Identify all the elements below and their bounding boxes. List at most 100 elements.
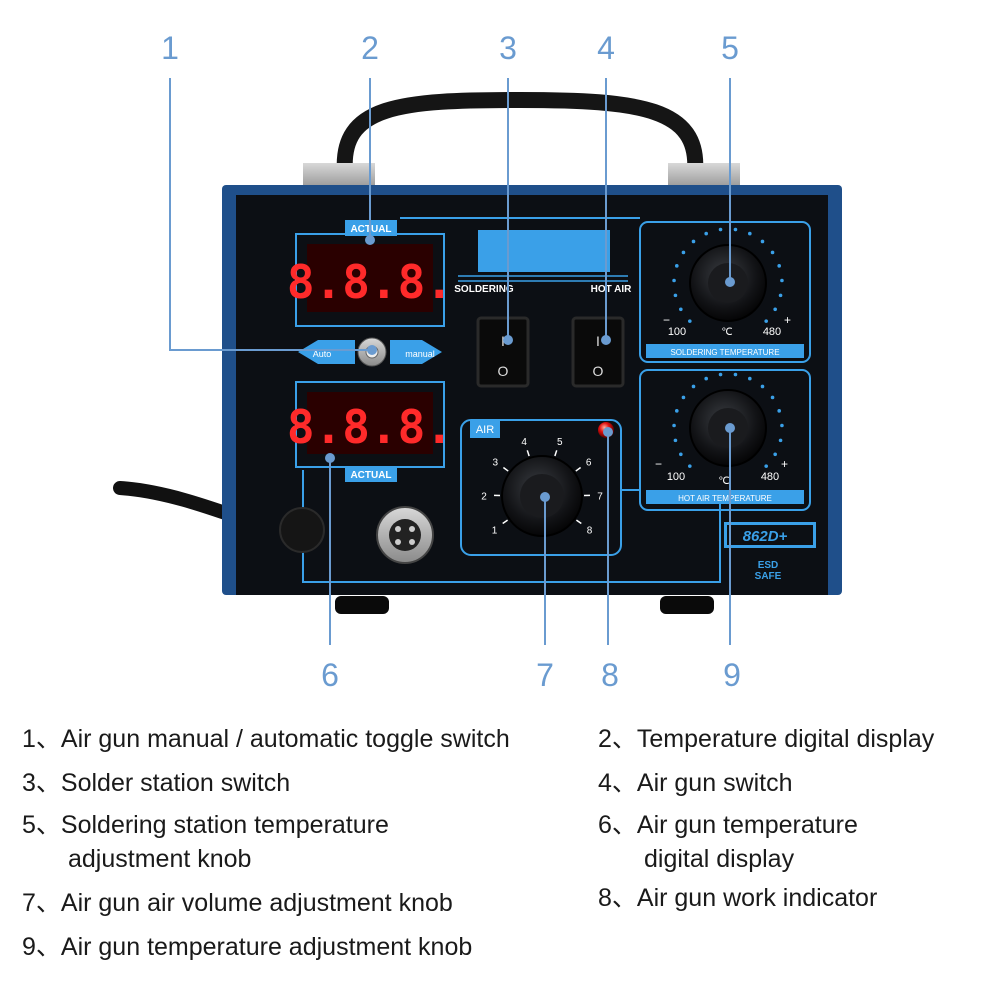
legend-index: 9、 (22, 933, 61, 961)
air-scale-label: 8 (587, 525, 593, 536)
legend-item-1: 1、Air gun manual / automatic toggle swit… (22, 722, 510, 756)
air-scale-label: 4 (521, 437, 527, 448)
legend-text: Air gun manual / automatic toggle switch (60, 725, 510, 753)
dial-dot (764, 464, 768, 468)
air-scale-label: 7 (597, 491, 603, 502)
hotair-temp-min: 100 (667, 471, 685, 483)
legend-index: 8、 (598, 884, 637, 912)
air-scale-label: 2 (481, 491, 487, 502)
legend-text: Air gun air volume adjustment knob (60, 889, 453, 917)
solder-temp-min: 100 (668, 326, 686, 338)
legend-index: 5、 (22, 811, 61, 839)
callout-lines (169, 78, 731, 645)
toggle-manual-arrow (390, 340, 442, 364)
air-scale-label: 6 (586, 458, 592, 469)
air-gun-connector-face (389, 519, 421, 551)
hotair-temp-panel-frame (639, 369, 811, 511)
connector-pin (409, 526, 415, 532)
hotair-switch[interactable] (571, 316, 625, 388)
hotair-switch-off: O (593, 363, 604, 379)
toggle-manual-label: manual (405, 349, 435, 359)
connector-pin (395, 539, 401, 545)
switch-header-hotair: HOT AIR (591, 284, 633, 295)
air-scale-tick (575, 519, 582, 525)
callout-number-2: 2 (361, 30, 379, 66)
switch-header-soldering: SOLDERING (454, 284, 514, 295)
legend-text: Air gun switch (636, 769, 793, 797)
air-panel-frame (460, 419, 622, 556)
dial-dot (681, 250, 686, 255)
dial-dot (679, 452, 683, 457)
dial-dot (748, 231, 752, 236)
leader-end-6 (325, 453, 335, 463)
legend-text-continued: digital display (644, 845, 795, 873)
model-badge: 862D+ (743, 528, 788, 545)
leader-end-1 (367, 345, 377, 355)
callout-number-9: 9 (723, 657, 741, 693)
dial-dot (770, 250, 775, 255)
legend-text-continued: adjustment knob (68, 845, 252, 873)
dial-dot (674, 409, 679, 413)
dial-dot (688, 464, 692, 468)
display-bottom-label-bg (345, 466, 397, 482)
legend-index: 2、 (598, 725, 637, 753)
dial-dot (748, 376, 752, 381)
dial-dot (681, 395, 686, 400)
solder-temp-max: 480 (763, 326, 781, 338)
dial-dot (688, 319, 692, 323)
dial-dot (777, 409, 782, 413)
hotair-temp-max: 480 (761, 471, 779, 483)
dial-dot (672, 423, 676, 428)
legend-index: 7、 (22, 889, 61, 917)
air-scale-tick (554, 450, 558, 457)
solder-temp-plus: + (784, 313, 791, 327)
solder-switch[interactable] (476, 316, 530, 388)
dial-dot (691, 239, 696, 244)
esd-logo-line2: SAFE (755, 571, 782, 582)
dial-dot (704, 231, 708, 236)
display-top-reading: 8.8.8. (287, 255, 453, 309)
air-label: AIR (476, 424, 494, 436)
dial-dot (733, 227, 738, 232)
dial-dot (777, 264, 782, 268)
solder-temp-label: SOLDERING TEMPERATURE (670, 348, 779, 357)
solder-temp-dots (672, 227, 784, 323)
leader-end-4 (601, 335, 611, 345)
solder-temp-unit: ℃ (721, 327, 732, 338)
connector-pin (395, 526, 401, 532)
dial-dot (691, 384, 696, 389)
cable-gland (279, 507, 325, 553)
legend-item-7: 7、Air gun air volume adjustment knob (22, 886, 453, 920)
brand-strip (478, 230, 610, 272)
leader-end-2 (365, 235, 375, 245)
dial-dot (733, 372, 738, 377)
callout-number-4: 4 (597, 30, 615, 66)
dial-dot (778, 438, 783, 443)
callout-number-8: 8 (601, 657, 619, 693)
dial-dot (679, 307, 683, 312)
air-scale-tick (575, 466, 582, 472)
legend-item-3: 3、Solder station switch (22, 766, 290, 800)
air-scale-tick (502, 519, 509, 525)
legend-item-8: 8、Air gun work indicator (598, 881, 877, 915)
legend-item-4: 4、Air gun switch (598, 766, 793, 800)
air-scale-label: 3 (493, 458, 499, 469)
air-scale-tick (502, 466, 509, 472)
foot-right (660, 596, 714, 614)
connector-pin (409, 539, 415, 545)
air-scale-label: 5 (557, 437, 563, 448)
legend-item-5: 5、Soldering station temperature adjustme… (22, 808, 389, 876)
dial-dot (673, 438, 678, 443)
dial-dot (674, 264, 679, 268)
dial-dot (673, 293, 678, 298)
esd-logo-line1: ESD (758, 560, 779, 571)
hotair-temp-plus: + (781, 457, 788, 471)
display-bottom-window (307, 392, 433, 454)
legend-text: Solder station switch (60, 769, 291, 797)
callout-dots (325, 235, 735, 502)
dial-dot (778, 293, 783, 298)
dial-dot (770, 395, 775, 400)
